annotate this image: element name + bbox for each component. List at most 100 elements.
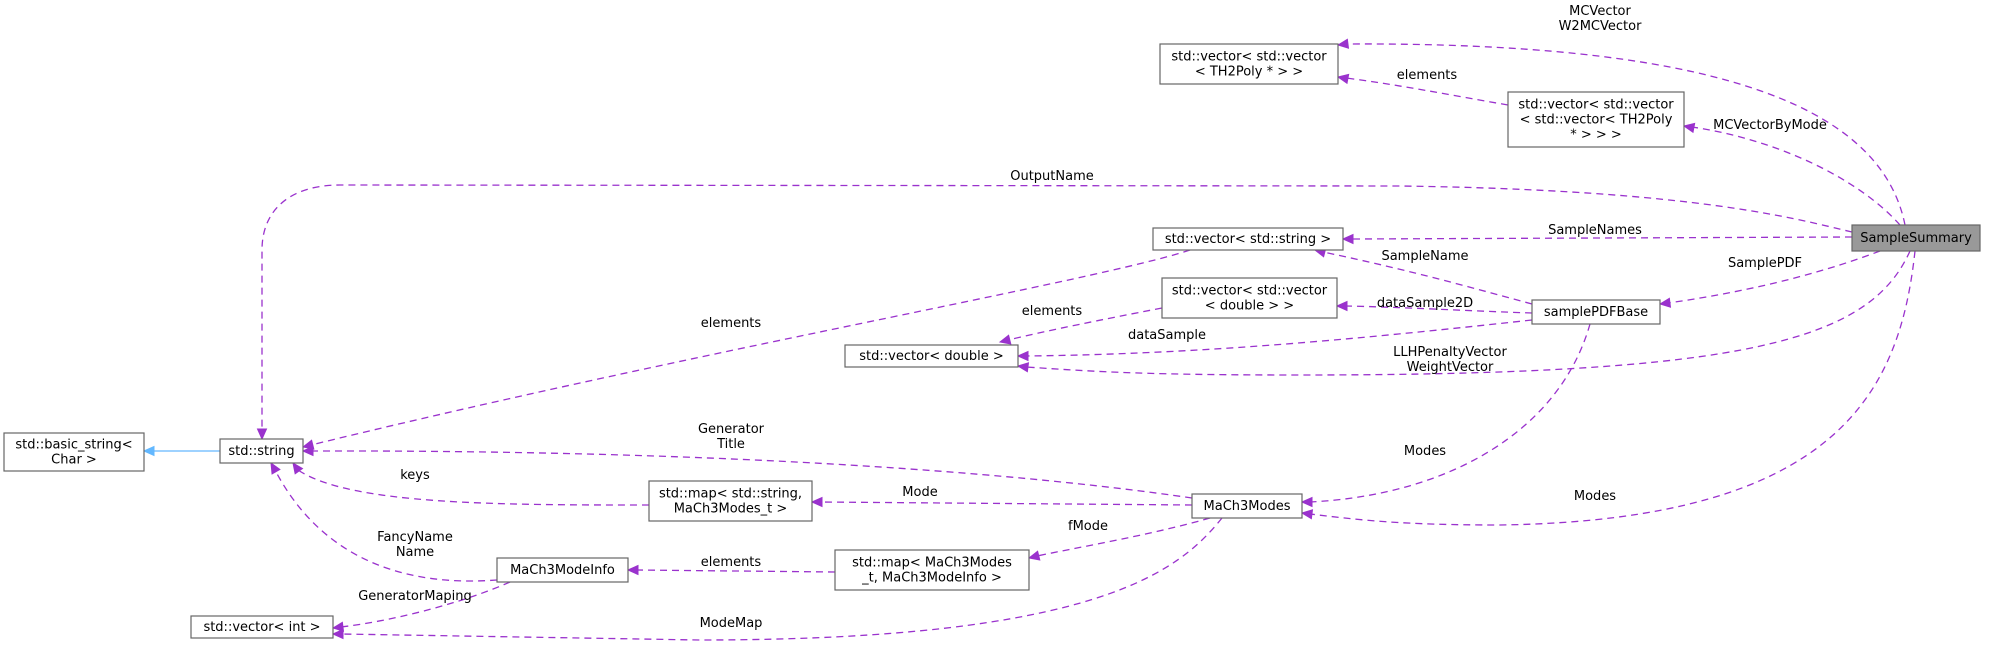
edge-mcvector-by-mode: MCVectorByMode [1682, 118, 1901, 226]
edge-line [1345, 43, 1906, 226]
edge-label: elements [1397, 68, 1458, 83]
node-map-string-modes[interactable]: std::map< std::string,MaCh3Modes_t > [648, 480, 813, 522]
edge-label: WeightVector [1407, 360, 1494, 375]
node-box [844, 344, 1019, 368]
edge-label: Generator [698, 422, 765, 437]
node-label: MaCh3ModeInfo [510, 563, 615, 578]
edge-line [1036, 517, 1211, 557]
arrowhead [1335, 300, 1348, 312]
edge-label: W2MCVector [1559, 19, 1642, 34]
node-vec-vec-vec-th2poly[interactable]: std::vector< std::vector< std::vector< T… [1507, 91, 1685, 148]
node-std-string[interactable]: std::string [219, 438, 304, 464]
edge-elements-vec-double: elements [998, 304, 1163, 345]
arrowhead [331, 628, 344, 640]
edge-label: SampleName [1381, 249, 1468, 264]
edge-line [1344, 305, 1533, 314]
arrowhead [1016, 350, 1029, 362]
node-box [1531, 299, 1661, 325]
arrowhead [1027, 550, 1041, 561]
node-label: std::map< MaCh3Modes [852, 556, 1012, 571]
edge-elements-info: elements [626, 555, 836, 576]
edge-line [635, 569, 836, 573]
arrowhead [301, 439, 315, 450]
edge-inherit [142, 445, 220, 457]
edge-line [1309, 250, 1916, 526]
edge-label: MCVectorByMode [1713, 118, 1827, 133]
node-label: std::vector< std::string > [1165, 232, 1331, 247]
arrowhead [1336, 73, 1350, 85]
edge-generator-maping: GeneratorMaping [331, 581, 511, 632]
edge-label: dataSample2D [1377, 296, 1473, 311]
edge-modes-summary: Modes [1300, 250, 1916, 526]
edge-line [819, 501, 1193, 506]
edge-label: Name [396, 545, 434, 560]
arrowhead [1016, 362, 1030, 373]
edge-line [261, 184, 1853, 431]
node-sample-pdf-base[interactable]: samplePDFBase [1531, 299, 1661, 325]
node-vec-int[interactable]: std::vector< int > [190, 615, 334, 639]
edge-line [274, 469, 498, 582]
arrowhead [626, 564, 639, 576]
node-label: samplePDFBase [1544, 305, 1648, 320]
node-basic-string[interactable]: std::basic_string<Char > [3, 432, 145, 472]
edge-line [310, 249, 1191, 446]
node-mach3-modes[interactable]: MaCh3Modes [1191, 493, 1303, 519]
node-vec-vec-double[interactable]: std::vector< std::vector< double > > [1161, 277, 1338, 319]
node-sample-summary[interactable]: SampleSummary [1851, 224, 1981, 252]
edge-label: Mode [902, 485, 937, 500]
node-map-modes-info[interactable]: std::map< MaCh3Modes_t, MaCh3ModeInfo > [834, 549, 1030, 591]
node-label: std::map< std::string, [659, 487, 802, 502]
node-vec-double[interactable]: std::vector< double > [844, 344, 1019, 368]
edge-line [310, 450, 1193, 499]
node-label: < double > > [1205, 299, 1294, 314]
arrowhead [998, 334, 1012, 345]
node-box [1159, 43, 1339, 85]
node-box [648, 480, 813, 522]
node-vec-vec-th2poly[interactable]: std::vector< std::vector< TH2Poly * > > [1159, 43, 1339, 85]
edge-sample-names: SampleNames [1341, 223, 1853, 245]
edge-line [1025, 319, 1533, 357]
arrowhead [142, 445, 155, 457]
node-box [1161, 277, 1338, 319]
edge-mode: Mode [810, 485, 1193, 508]
node-label: MaCh3Modes_t > [674, 502, 788, 517]
edge-label: Title [716, 437, 745, 452]
edge-label: fMode [1068, 519, 1108, 534]
node-label: Char > [51, 453, 97, 468]
arrowhead [1341, 233, 1354, 245]
node-mach3-mode-info[interactable]: MaCh3ModeInfo [496, 557, 629, 583]
arrowhead [256, 428, 268, 441]
node-vec-string[interactable]: std::vector< std::string > [1152, 227, 1344, 251]
edge-keys: keys [292, 462, 650, 506]
edge-data-sample-2d: dataSample2D [1335, 296, 1533, 314]
arrowhead [1300, 509, 1314, 520]
node-label: std::vector< double > [859, 349, 1003, 364]
node-label: std::basic_string< [15, 438, 132, 453]
edge-label: elements [701, 316, 762, 331]
arrowhead [1658, 297, 1672, 308]
edge-modes-pdf: Modes [1300, 323, 1591, 508]
edge-label: elements [701, 555, 762, 570]
node-label: std::string [228, 444, 294, 459]
node-box [1851, 224, 1981, 252]
node-box [1507, 91, 1685, 148]
edge-label: FancyName [377, 530, 453, 545]
edge-line [297, 469, 650, 506]
arrowhead [1682, 122, 1696, 134]
edge-fmode: fMode [1027, 517, 1211, 561]
node-label: < std::vector< TH2Poly [1520, 113, 1673, 128]
node-box [496, 557, 629, 583]
edge-label: Modes [1404, 444, 1446, 459]
edge-line [1667, 250, 1881, 304]
arrowhead [270, 461, 281, 475]
node-label: _t, MaCh3ModeInfo > [861, 571, 1002, 586]
node-box [190, 615, 334, 639]
edge-output-name: OutputName [256, 169, 1853, 441]
node-box [3, 432, 145, 472]
edge-line [1691, 126, 1901, 226]
